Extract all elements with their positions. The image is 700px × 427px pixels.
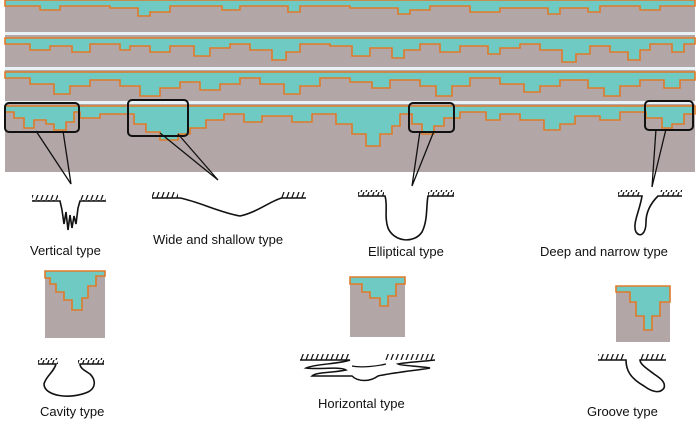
inset-groove-type [615, 285, 671, 342]
sketch-groove-type [598, 354, 666, 393]
corrosion-section-panel [4, 0, 696, 172]
label-cavity-type: Cavity type [40, 404, 105, 419]
inset-horizontal-type [349, 276, 406, 337]
label-deep-narrow-type: Deep and narrow type [540, 244, 668, 259]
label-wide-shallow-type: Wide and shallow type [153, 232, 284, 247]
pit-profile-row [4, 71, 696, 97]
pit-profile-row [4, 37, 696, 63]
sketch-cavity-type [38, 358, 104, 397]
sketch-vertical-type [32, 195, 106, 231]
section-separator [5, 67, 695, 70]
sketch-deep-narrow-type [618, 190, 682, 236]
sketch-elliptical-type [358, 190, 454, 241]
highlight-box-deep-narrow [644, 100, 694, 131]
section-separator [5, 101, 695, 104]
label-groove-type: Groove type [587, 404, 658, 419]
highlight-box-elliptical [408, 102, 455, 133]
label-vertical-type: Vertical type [30, 243, 101, 258]
sketch-wide-shallow-type [152, 192, 306, 217]
highlight-box-vertical [4, 102, 80, 133]
sketch-horizontal-type [300, 354, 436, 382]
section-separator [5, 32, 695, 35]
highlight-box-wide-shallow [127, 99, 189, 137]
inset-cavity-type [44, 270, 106, 338]
callout-leaders [35, 128, 667, 188]
label-elliptical-type: Elliptical type [368, 244, 444, 259]
pit-profile-row [4, 0, 696, 17]
label-horizontal-type: Horizontal type [318, 396, 405, 411]
